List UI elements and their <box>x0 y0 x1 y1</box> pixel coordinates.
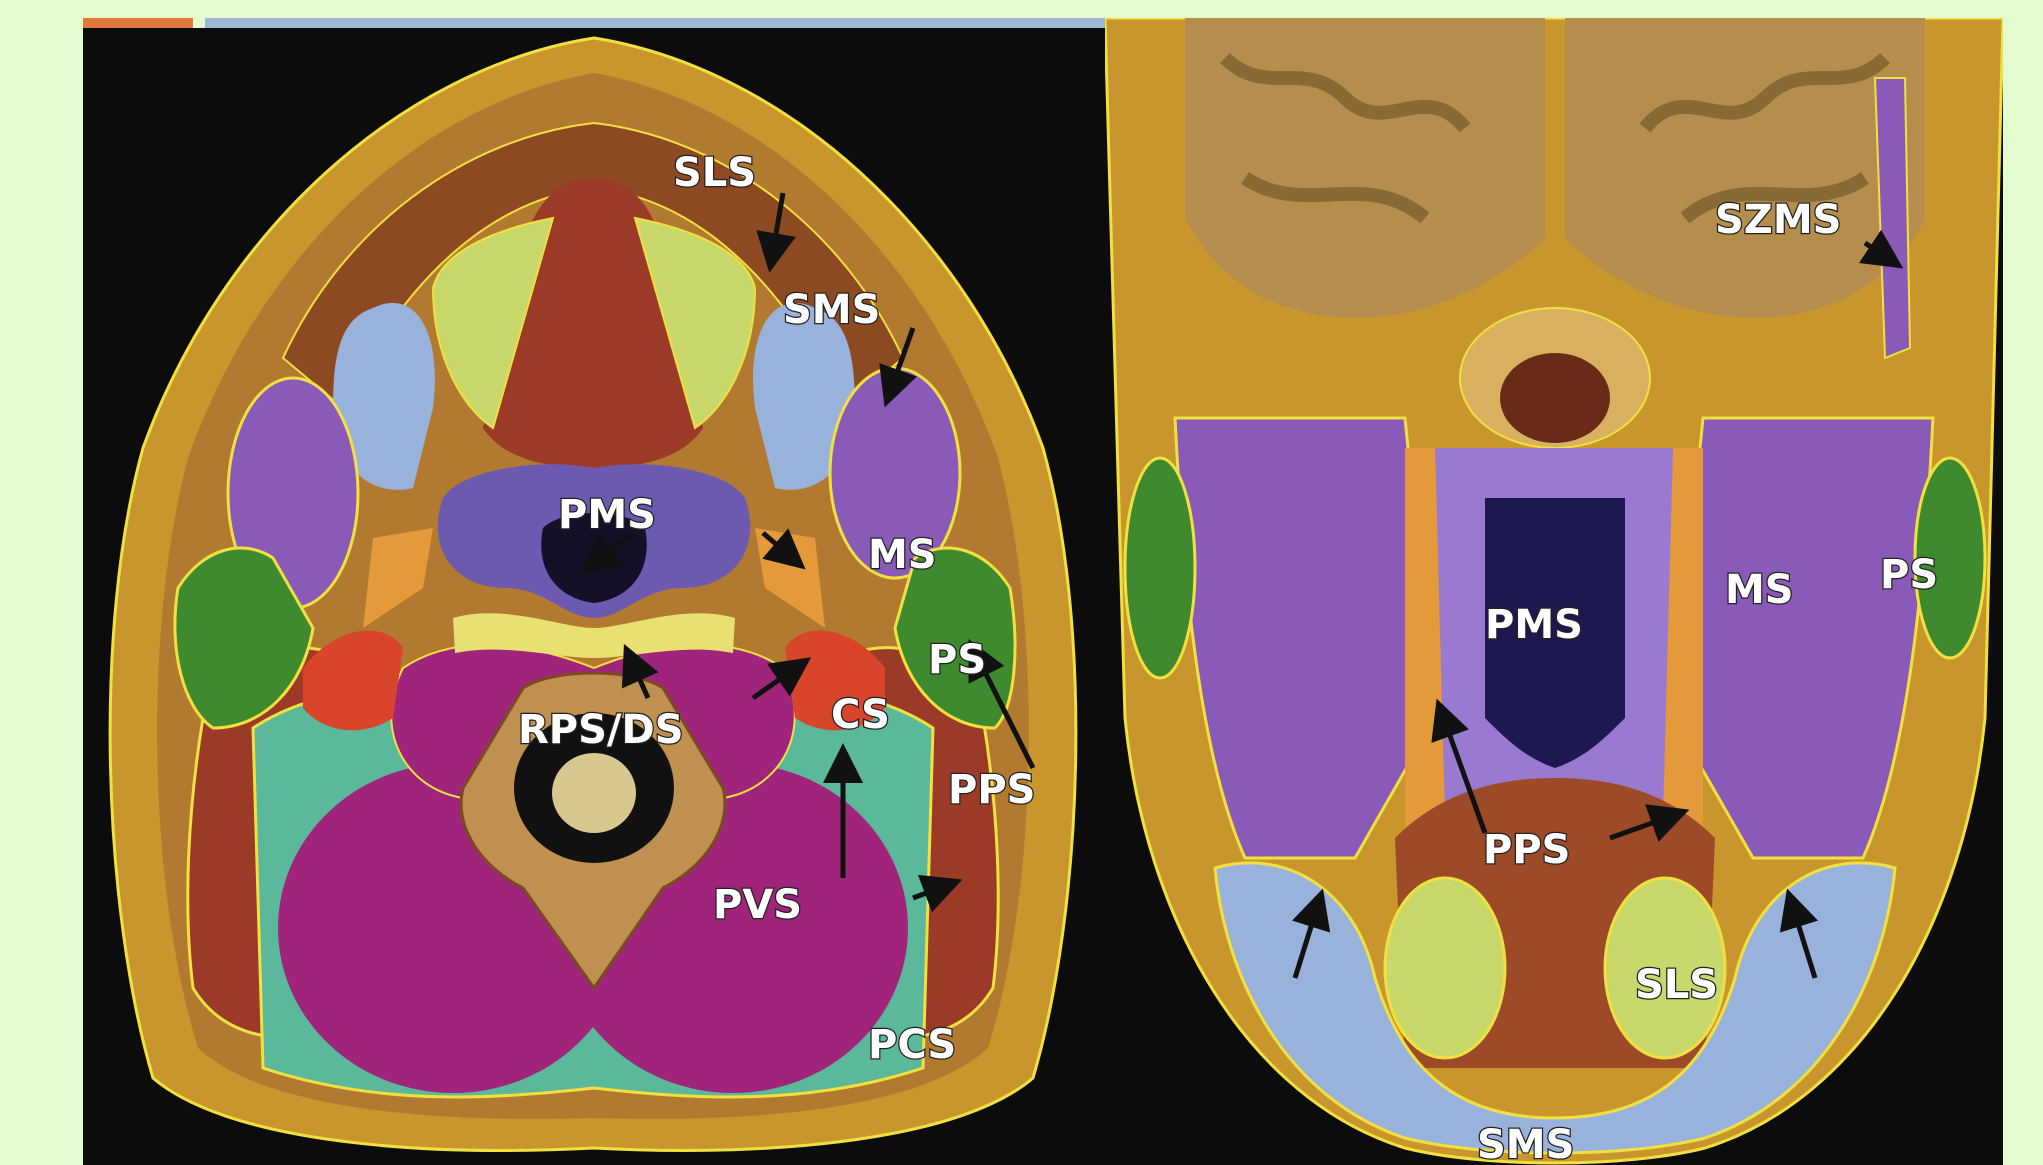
axial-section-image: SLS SMS PMS MS PS CS PPS RPS/DS PVS PCS <box>83 28 1105 1165</box>
label-ps: PS <box>1880 552 1938 598</box>
label-pms: PMS <box>1485 602 1583 648</box>
label-sls: SLS <box>1635 962 1718 1008</box>
label-ps: PS <box>928 637 986 683</box>
coronal-section-illustration: SZMS MS PS PMS PPS SLS SMS <box>1105 18 2003 1165</box>
label-pms: PMS <box>558 492 656 538</box>
title-bar-accent-blue <box>205 18 1105 28</box>
sphenoid-sinus <box>1500 353 1610 443</box>
label-pvs: PVS <box>713 882 802 928</box>
axial-section-illustration: SLS SMS PMS MS PS CS PPS RPS/DS PVS PCS <box>83 28 1105 1165</box>
spinal-cord <box>552 753 636 833</box>
label-rps-ds: RPS/DS <box>518 707 684 753</box>
label-szms: SZMS <box>1715 197 1841 243</box>
label-ms: MS <box>1725 567 1794 613</box>
title-bar-accent-orange <box>83 18 193 28</box>
coronal-section-image: SZMS MS PS PMS PPS SLS SMS <box>1105 18 2003 1165</box>
label-pcs: PCS <box>868 1022 956 1068</box>
label-sms: SMS <box>783 287 880 333</box>
label-cs: CS <box>831 692 890 738</box>
parotid-space-left <box>1125 458 1195 678</box>
label-ms: MS <box>868 532 937 578</box>
label-sls: SLS <box>673 150 756 196</box>
label-sms: SMS <box>1477 1122 1574 1165</box>
label-pps: PPS <box>948 767 1035 813</box>
label-pps: PPS <box>1483 827 1570 873</box>
sublingual-space-left <box>1385 878 1505 1058</box>
